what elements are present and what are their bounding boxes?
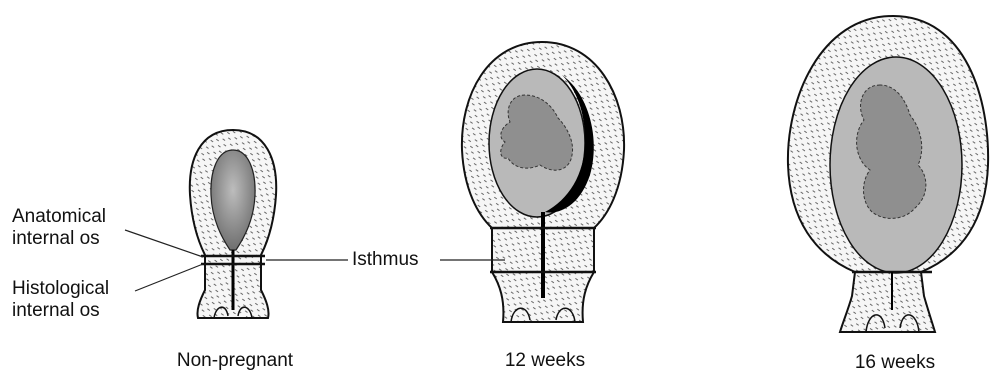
anatomical-label-line2: internal os — [12, 228, 106, 250]
week16-uterus — [788, 16, 988, 332]
caption-non-pregnant: Non-pregnant — [160, 350, 310, 372]
anatomical-leader — [125, 230, 203, 257]
histological-label-line1: Histological — [12, 278, 109, 300]
anatomical-label: Anatomical internal os — [12, 206, 106, 250]
histological-leader — [135, 264, 203, 291]
anatomical-label-line1: Anatomical — [12, 206, 106, 228]
week12-uterus — [462, 42, 624, 322]
histological-label-line2: internal os — [12, 300, 109, 322]
leader-lines — [125, 230, 505, 291]
histological-label: Histological internal os — [12, 278, 109, 322]
isthmus-label: Isthmus — [352, 249, 419, 271]
non-pregnant-uterus — [190, 130, 276, 318]
caption-16-weeks: 16 weeks — [830, 352, 960, 374]
caption-12-weeks: 12 weeks — [480, 350, 610, 372]
